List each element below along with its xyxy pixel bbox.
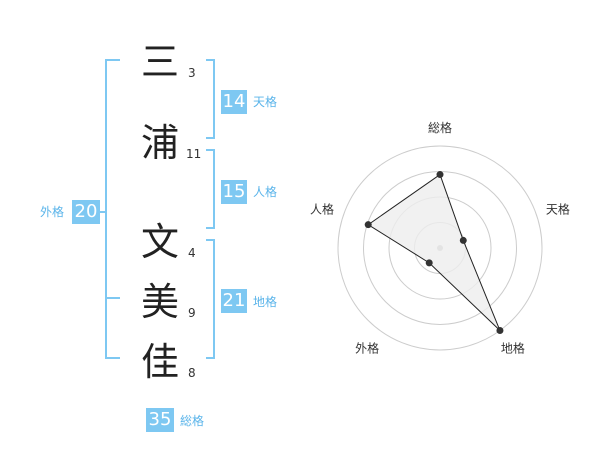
name-char-5: 佳 (141, 340, 180, 384)
radar-point-5 (364, 221, 372, 229)
radar-point-1 (436, 171, 444, 179)
radar-point-3 (496, 327, 504, 335)
radar-axis-label-3: 地格 (501, 340, 525, 355)
chikaku-value: 21 (221, 289, 247, 313)
name-char-1: 三 (141, 40, 180, 84)
stroke-count-4: 9 (188, 306, 196, 320)
jinkaku-label: 人格 (253, 185, 278, 199)
chikaku-bracket (206, 239, 215, 359)
soukaku-label: 総格 (180, 414, 205, 428)
name-char-4: 美 (141, 280, 180, 324)
radar-series-polygon (367, 173, 501, 331)
stroke-count-3: 4 (188, 246, 196, 260)
radar-axis-label-1: 総格 (428, 120, 452, 135)
soukaku-value: 35 (146, 408, 174, 432)
chikaku-label: 地格 (253, 295, 278, 309)
jinkaku-bracket (206, 149, 215, 229)
stroke-count-5: 8 (188, 366, 196, 380)
radar-axis-label-5: 人格 (310, 202, 334, 217)
gaikaku-value: 20 (72, 200, 100, 224)
tenkaku-bracket (206, 59, 215, 139)
tenkaku-value: 14 (221, 90, 247, 114)
gaikaku-bracket (105, 59, 120, 359)
name-char-3: 文 (141, 220, 180, 264)
radar-axis-label-2: 天格 (546, 202, 570, 217)
stroke-count-1: 3 (188, 66, 196, 80)
radar-axis-label-4: 外格 (355, 340, 379, 355)
gaikaku-label: 外格 (40, 205, 65, 219)
tenkaku-label: 天格 (253, 95, 278, 109)
radar-point-4 (425, 259, 433, 267)
radar-ring-4 (337, 145, 543, 351)
radar-point-2 (459, 236, 467, 244)
stroke-count-2: 11 (186, 147, 202, 161)
name-char-2: 浦 (141, 121, 180, 165)
jinkaku-value: 15 (221, 180, 247, 204)
